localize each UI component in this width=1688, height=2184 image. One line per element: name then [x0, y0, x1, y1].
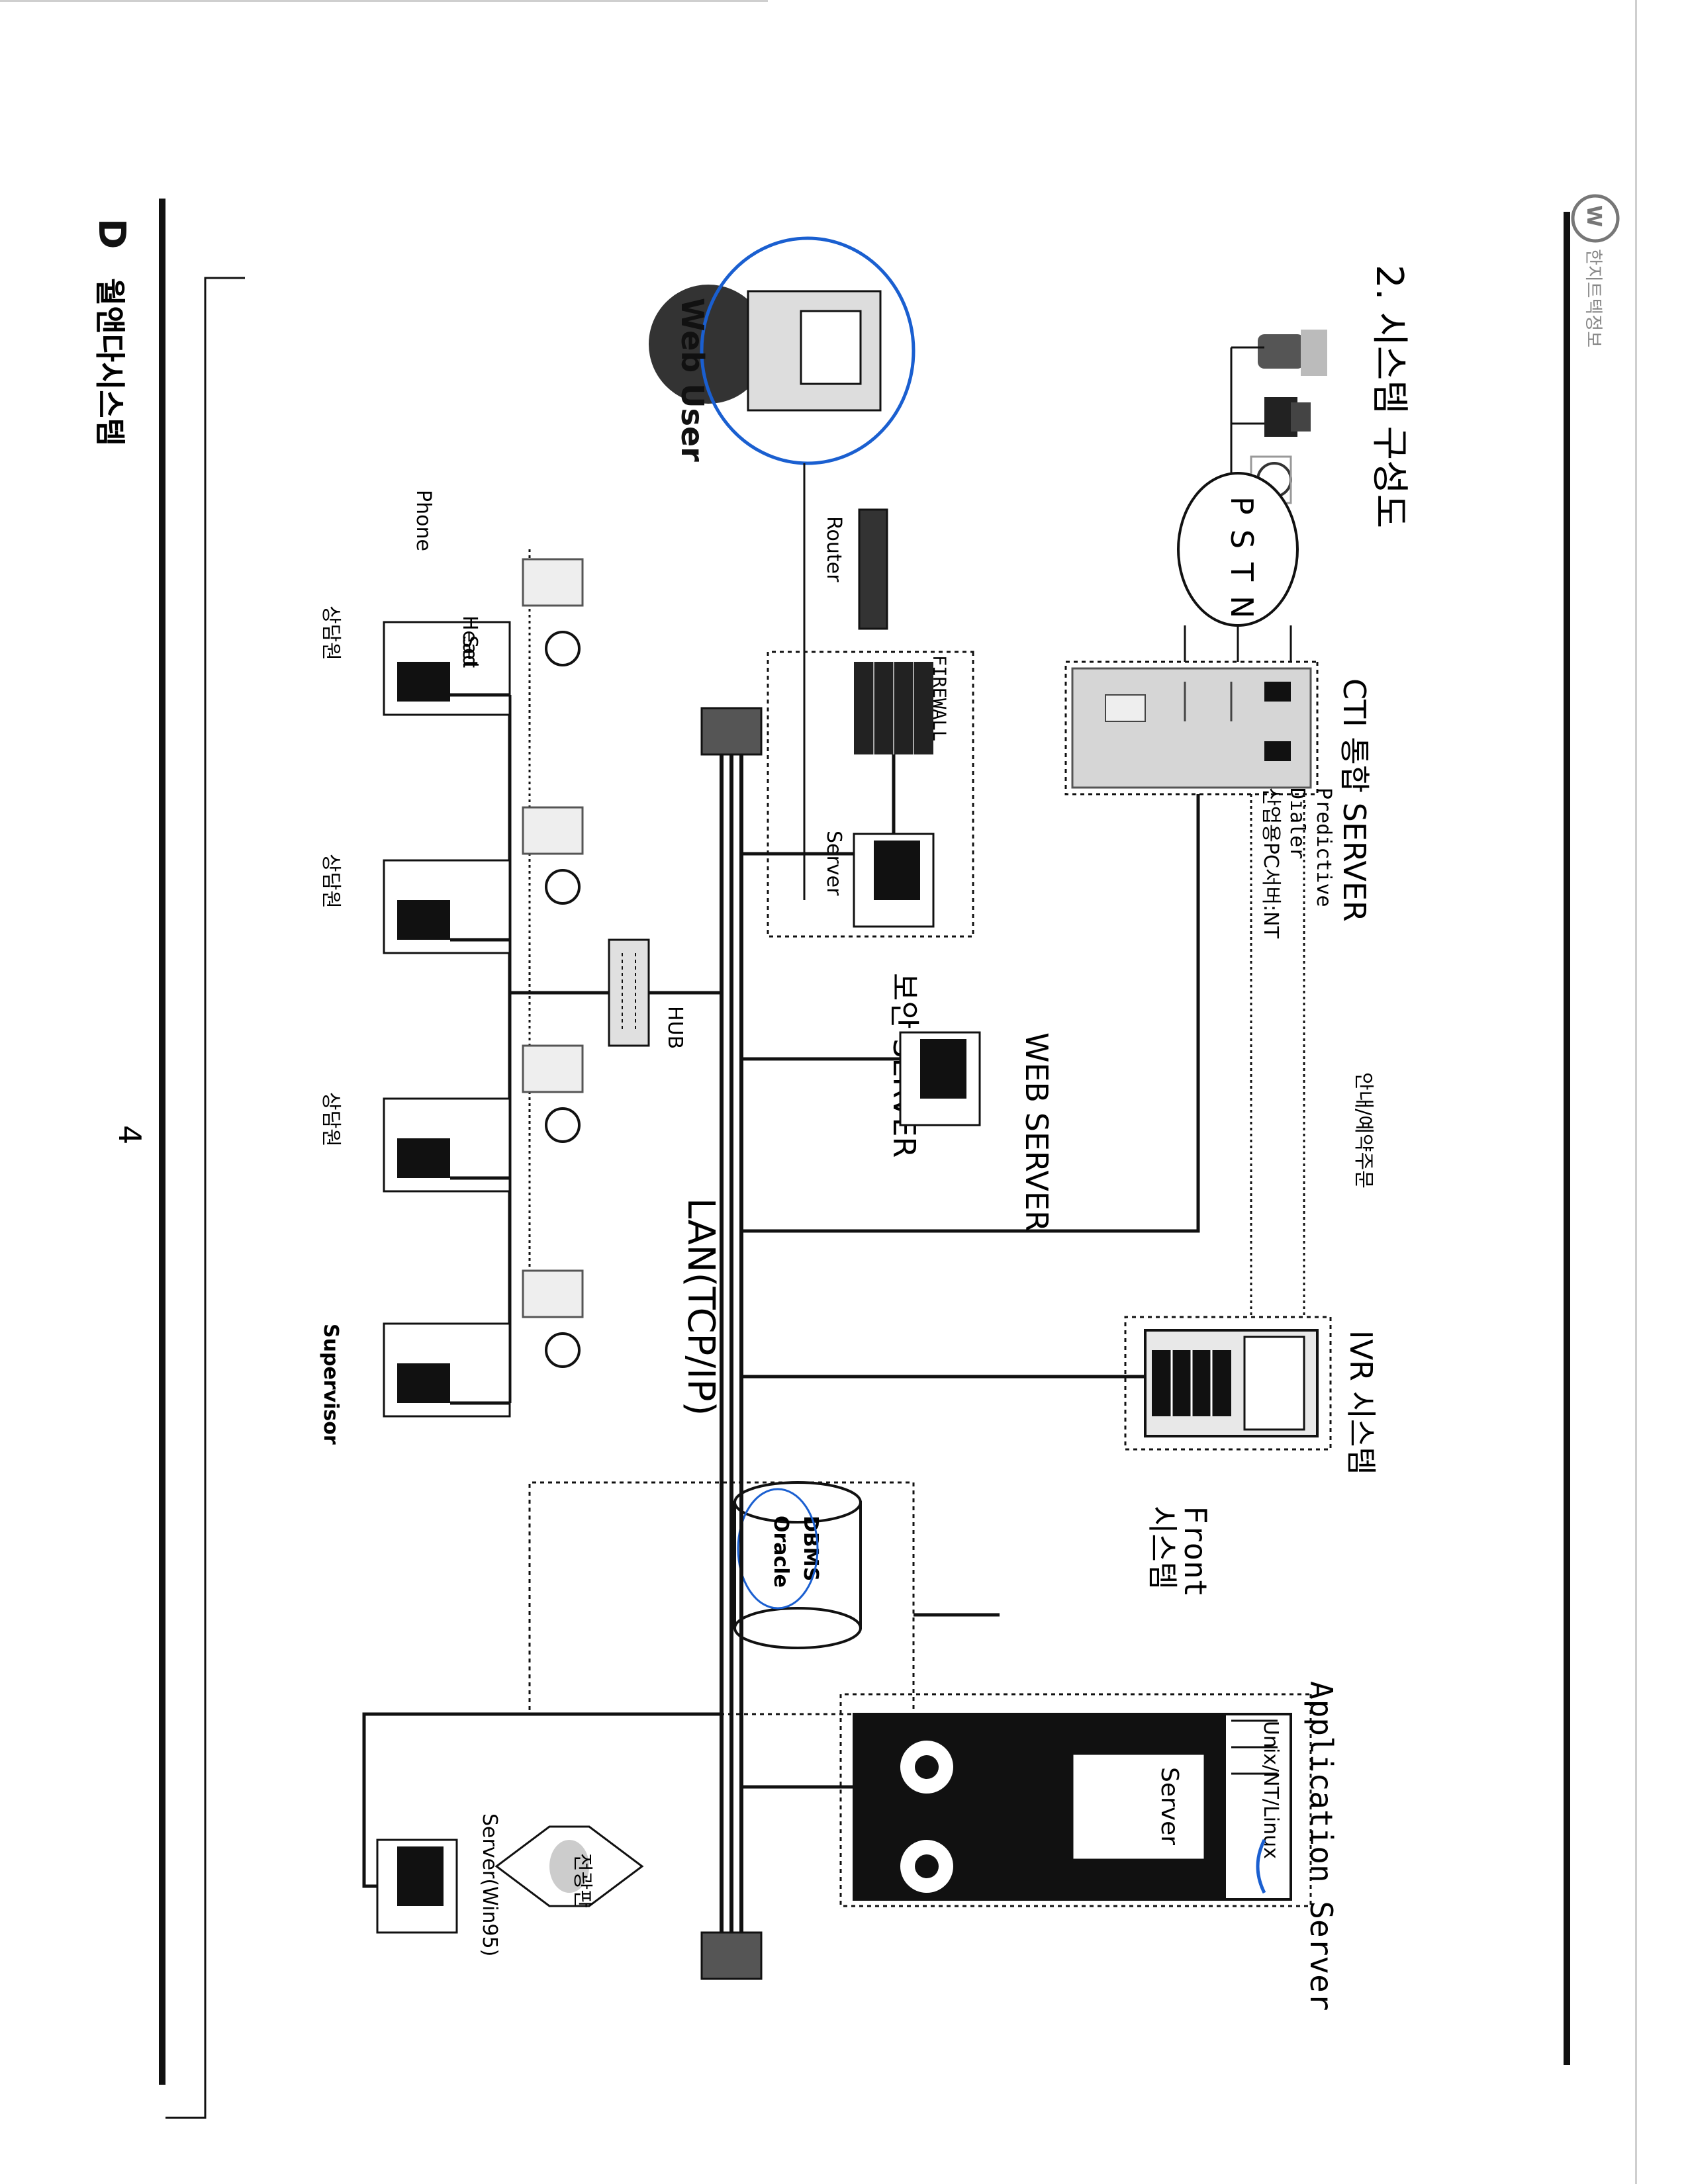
pstn-cloud: P S T N	[1177, 472, 1299, 627]
hub-icon	[608, 938, 650, 1047]
footer: D 월앤다시스템	[90, 199, 165, 2085]
company-logo-icon	[1571, 194, 1620, 243]
agent-station: 상담원	[319, 1044, 584, 1193]
web-user-label: Web User	[675, 298, 710, 462]
web-server: WEB SERVER	[899, 1031, 1055, 1232]
database-icon	[733, 1481, 862, 1649]
company-logo-text: 한지트텍정보	[1583, 249, 1603, 347]
pstn-letter: T	[1224, 562, 1260, 582]
guide-label: 안내/예약주문	[1352, 1072, 1375, 1189]
lan-backbone: LAN(TCP/IP)	[679, 707, 763, 1980]
agent-label: 상담원	[319, 1092, 342, 1147]
content-frame	[165, 277, 245, 2119]
display-lan-link	[362, 1712, 722, 1888]
pstn-letter: N	[1224, 596, 1260, 618]
headset-label-line2: Set	[458, 635, 481, 668]
agent-label: 상담원	[319, 854, 342, 909]
app-server-os: Unix/NT/Linux	[1259, 1721, 1282, 1859]
headset-icon	[545, 1332, 581, 1368]
header-rule	[1564, 212, 1570, 2065]
display-server-label: Server(Win95)	[478, 1813, 501, 1956]
phone-label: Phone	[412, 490, 435, 551]
cti-title: CTI 통합 SERVER	[1336, 678, 1372, 922]
company-logo-mark: W	[1582, 205, 1605, 227]
terminator-icon	[700, 707, 763, 756]
ivr-system: IVR 시스템	[1124, 1316, 1379, 1475]
router: Router	[822, 508, 888, 630]
web-user: Web User	[649, 236, 915, 465]
cti-line-1: Predictive	[1312, 788, 1335, 907]
footer-logo-mark: D	[90, 218, 133, 249]
app-server-title: Application Server	[1303, 1681, 1339, 2011]
agent-label: 상담원	[319, 606, 342, 660]
pstn-letter: P	[1224, 496, 1260, 515]
annotation-circle	[737, 1488, 819, 1610]
pstn-users	[1230, 330, 1327, 556]
phone-icon	[522, 1044, 584, 1093]
person-icon	[1264, 397, 1311, 437]
agent-station: 상담원	[319, 558, 584, 716]
phone-icon	[522, 558, 584, 607]
phone-icon	[522, 806, 584, 855]
agent-station: 상담원	[319, 806, 584, 954]
display-board-label: 전광판	[571, 1853, 594, 1908]
cti-line-2: Dialer	[1286, 788, 1309, 859]
person-icon	[1258, 330, 1327, 376]
front-title-line2: 시스템	[1145, 1506, 1180, 1590]
page-title: 2. 시스템 구성도	[1368, 265, 1411, 528]
pstn-letter: S	[1224, 529, 1260, 549]
agent-label: Supervisor	[319, 1324, 342, 1445]
hub: HUB	[608, 938, 686, 1049]
headset-icon	[545, 1107, 581, 1143]
cti-line-3: 산업용PC서버:NT	[1259, 788, 1282, 939]
display-board: 전광판 Server(Win95)	[376, 1813, 644, 1956]
router-icon	[858, 508, 888, 630]
cti-lan-link	[960, 794, 1200, 1233]
cti-server: CTI 통합 SERVER Predictive Dialer 산업용PC서버:…	[1064, 660, 1372, 939]
page-number: 4	[112, 1125, 148, 1144]
db-line1: DBMS	[799, 1516, 822, 1581]
headset-icon	[545, 631, 581, 666]
header: W 한지트텍정보	[1564, 194, 1620, 2065]
agent-station: Supervisor	[319, 1269, 584, 1445]
application-server: Server Application Server Unix/NT/Linux	[839, 1681, 1339, 2011]
phone-icon	[522, 1269, 584, 1318]
front-title-line1: Front	[1178, 1506, 1213, 1597]
security-server-label: Server	[822, 831, 845, 896]
front-system: Front 시스템 DBMS Oracle	[528, 1481, 1213, 1715]
web-server-label: WEB SERVER	[1019, 1032, 1055, 1232]
scan-edge-top	[0, 0, 768, 2]
headset-icon	[545, 869, 581, 905]
firewall-label: FIREWALL	[929, 655, 949, 741]
headset-label-line1: Head	[458, 615, 481, 667]
app-server-label: Server	[1156, 1767, 1183, 1845]
footer-company: 월앤다시스템	[92, 278, 128, 446]
annotation-circle	[700, 236, 915, 465]
footer-rule	[159, 199, 165, 2085]
hub-label: HUB	[663, 1006, 686, 1049]
globe-icon	[649, 285, 768, 404]
terminator-icon	[700, 1931, 763, 1980]
scan-edge-right	[1635, 0, 1637, 2184]
db-line2: Oracle	[769, 1516, 792, 1588]
lan-label: LAN(TCP/IP)	[679, 1198, 722, 1416]
ivr-title: IVR 시스템	[1343, 1330, 1379, 1475]
annotation-underline	[1256, 1839, 1266, 1894]
router-label: Router	[822, 516, 845, 582]
